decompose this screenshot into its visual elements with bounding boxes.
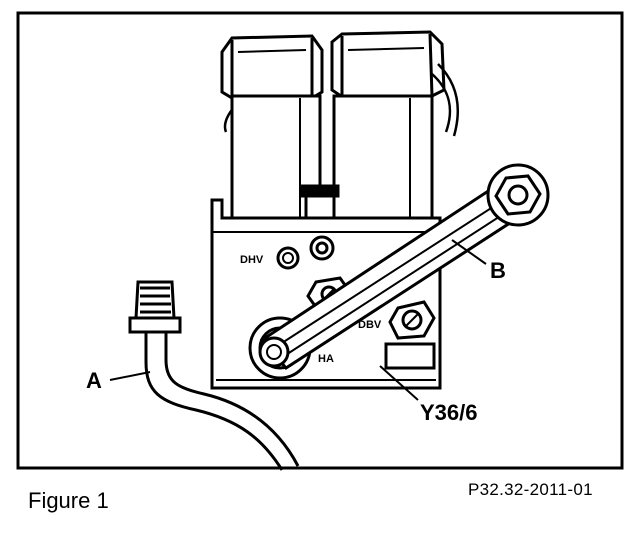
leader-y36 (379, 365, 419, 401)
dbv-label: DBV (358, 319, 382, 331)
bracket-b (258, 175, 533, 370)
figure-caption: Figure 1 (28, 488, 109, 513)
leader-b (451, 239, 487, 265)
leader-a (109, 371, 151, 381)
ha-label: HA (318, 353, 334, 365)
connector-tab (384, 342, 436, 370)
clamp-screw (309, 235, 335, 261)
label-b: B (490, 258, 506, 283)
pipe-a-fitting (128, 280, 182, 334)
solenoid-coil-right (330, 30, 460, 222)
dhv-label: DHV (240, 254, 264, 266)
label-y36-6: Y36/6 (420, 400, 478, 425)
bracket-nut (486, 163, 550, 227)
dhv-port (276, 246, 300, 270)
label-a: A (86, 368, 102, 393)
dbv-port (388, 300, 436, 340)
figure-reference-code: P32.32-2011-01 (468, 480, 593, 499)
pipe-a (144, 332, 300, 471)
